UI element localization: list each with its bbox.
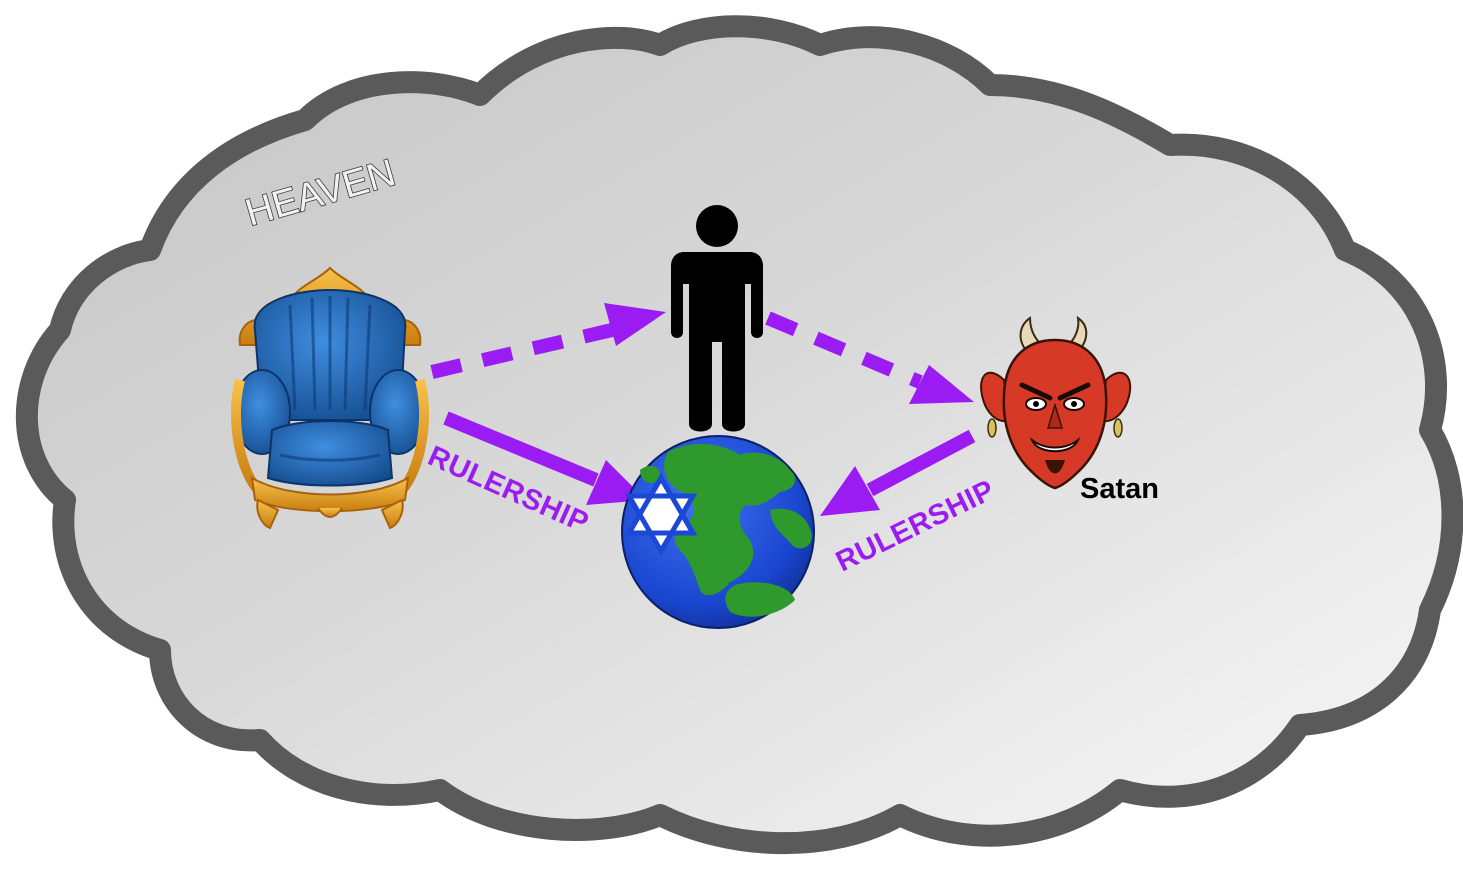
satan-label: Satan (1080, 473, 1159, 505)
rulership-arrow-satan-to-earth (820, 429, 976, 516)
throne-icon (231, 266, 429, 530)
star-of-david-icon (624, 473, 698, 556)
person-icon (671, 205, 763, 432)
earth-globe-icon (621, 435, 815, 629)
dashed-arrow-person-to-satan (765, 311, 974, 404)
devil-face-icon (980, 315, 1132, 490)
cloud-shape (15, 15, 1463, 855)
dashed-arrow-throne-to-person (430, 303, 666, 379)
